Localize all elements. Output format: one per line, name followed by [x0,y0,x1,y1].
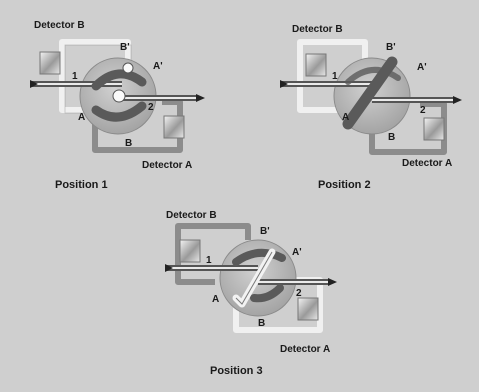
label-port-2: 2 [296,288,302,299]
label-b-prime: B' [386,42,396,53]
label-port-1: 1 [206,255,212,266]
caption-position-1: Position 1 [55,179,108,191]
rotor-channel-lower [91,101,147,122]
tube-loop-b [175,223,251,285]
detector-b-cell [39,51,61,75]
tube-loop-b [297,39,368,113]
port-center [112,89,126,103]
rotor-channel-dark [232,248,286,266]
label-a: A [212,294,219,305]
panel-position-1: Detector B Detector A B' A' A B 1 2 Posi… [30,20,205,191]
panel-position-2: Detector B Detector A B' A' A B 1 2 Posi… [280,24,462,191]
detector-b-cell [179,239,201,263]
detector-a-cell [423,117,445,141]
outlet-arrow-2 [328,278,337,286]
label-b: B [258,318,265,329]
label-a: A [78,112,85,123]
panel-position-3: Detector B Detector A B' A' A B 1 2 Posi… [165,210,337,377]
label-port-2: 2 [148,102,154,113]
label-detector-b: Detector B [292,24,343,35]
label-port-1: 1 [332,71,338,82]
label-a-prime: A' [153,61,163,72]
label-a-prime: A' [417,62,427,73]
tube-loop-b [59,39,131,113]
tube-loop-a [369,101,447,155]
label-detector-a: Detector A [402,158,452,169]
detector-b-cell [305,53,327,77]
rotor-channel-upper [91,69,147,91]
label-a-prime: A' [292,247,302,258]
inlet-arrow-1 [165,264,173,272]
label-detector-a: Detector A [280,344,330,355]
label-a: A [342,112,349,123]
label-port-1: 1 [72,71,78,82]
outlet-arrow-2 [453,96,462,104]
port-b-prime [122,62,134,74]
caption-position-3: Position 3 [210,365,263,377]
detector-a-cell [297,297,319,321]
detector-a-cell [163,115,185,139]
rotor-channel-dark-lower [250,284,284,303]
label-b-prime: B' [260,226,270,237]
label-port-2: 2 [420,105,426,116]
tube-loop-a [92,99,183,153]
label-detector-b: Detector B [166,210,217,221]
label-b: B [125,138,132,149]
label-b: B [388,132,395,143]
label-b-prime: B' [120,42,130,53]
label-detector-a: Detector A [142,160,192,171]
label-detector-b: Detector B [34,20,85,31]
inlet-arrow-1 [30,80,38,88]
rotor-channel [345,67,401,85]
caption-position-2: Position 2 [318,179,371,191]
inlet-arrow-1 [280,80,288,88]
outlet-arrow-2 [196,94,205,102]
